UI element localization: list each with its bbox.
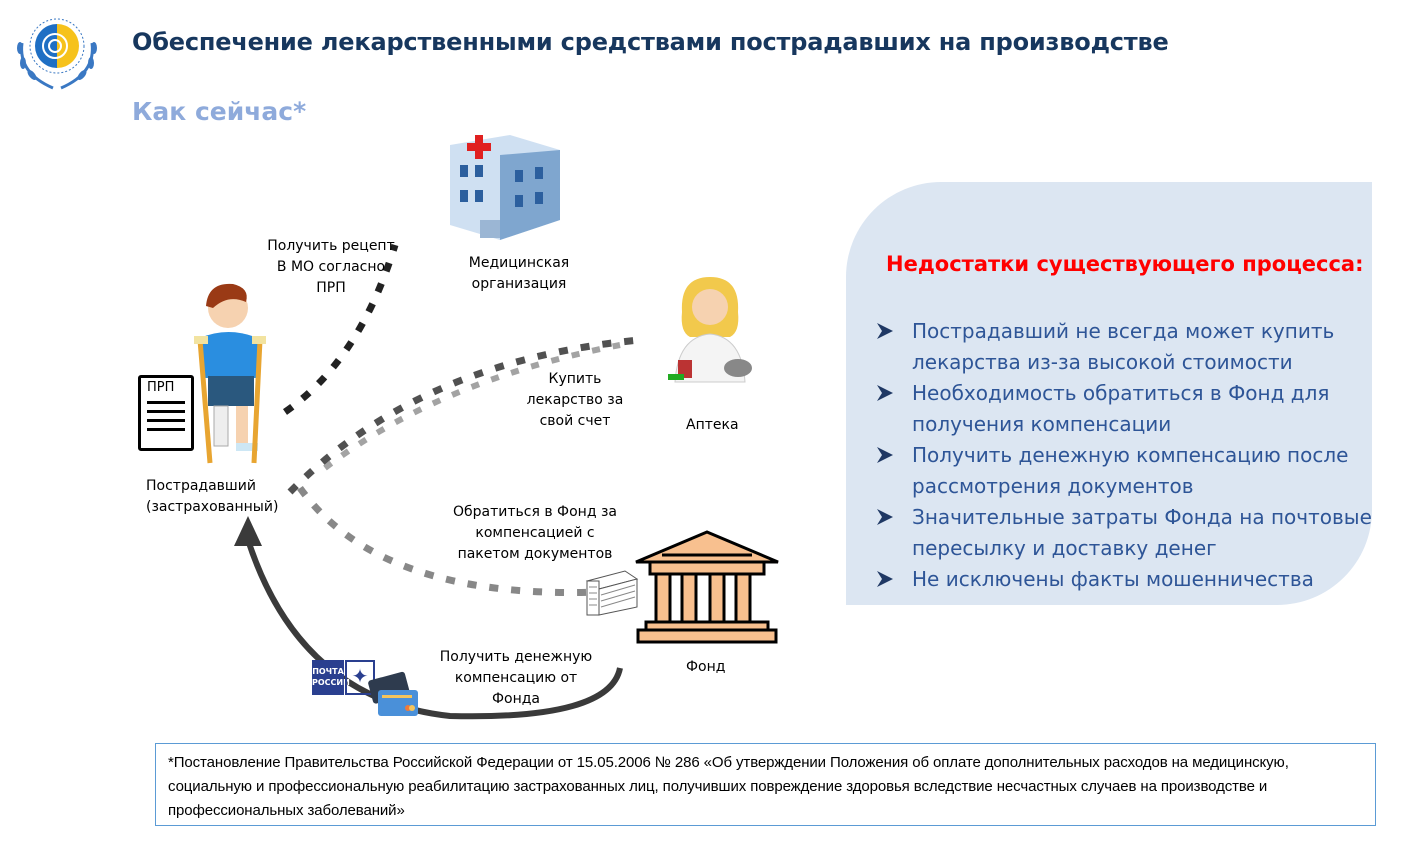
arrow-bullet-icon xyxy=(877,571,893,587)
step-receive-label: Получить денежную компенсацию от Фонда xyxy=(431,647,601,710)
step-line: Купить xyxy=(548,371,602,387)
drawbacks-heading: Недостатки существующего процесса: xyxy=(886,252,1364,276)
step-line: пакетом документов xyxy=(457,546,613,562)
drawback-item: Пострадавший не всегда может купить лека… xyxy=(876,316,1372,378)
prp-document-label: ПРП xyxy=(147,380,175,395)
arrow-bullet-icon xyxy=(877,447,893,463)
step-prescription-label: Получить рецепт В МО согласно ПРП xyxy=(256,236,406,299)
post-logo-line: РОССИИ xyxy=(312,678,350,687)
trail-to-pharmacy-2 xyxy=(323,342,621,471)
step-line: Обратиться в Фонд за xyxy=(453,504,617,520)
drawback-text: Не исключены факты мошенничества xyxy=(912,567,1314,591)
drawback-text: Получить денежную компенсацию после расс… xyxy=(912,443,1349,498)
page-title: Обеспечение лекарственными средствами по… xyxy=(132,28,1169,56)
drawbacks-panel xyxy=(846,182,1372,605)
step-line: компенсацией с xyxy=(475,525,595,541)
step-line: Получить рецепт xyxy=(267,238,395,254)
victim-label: Пострадавший (застрахованный) xyxy=(146,476,278,518)
drawbacks-list: Пострадавший не всегда может купить лека… xyxy=(876,316,1372,595)
footnote: *Постановление Правительства Российской … xyxy=(155,743,1376,826)
victim-label-line: Пострадавший xyxy=(146,478,256,494)
return-arrow xyxy=(245,539,623,720)
step-buy-label: Купить лекарство за свой счет xyxy=(515,369,635,432)
arrow-bullet-icon xyxy=(877,323,893,339)
footprint-trails xyxy=(234,243,641,720)
pharmacy-label: Аптека xyxy=(686,417,739,433)
victim-label-line: (застрахованный) xyxy=(146,499,279,515)
step-line: Получить денежную xyxy=(439,649,593,665)
drawback-item: Не исключены факты мошенничества xyxy=(876,564,1372,595)
injured-person-icon xyxy=(194,283,266,464)
step-apply-label: Обратиться в Фонд за компенсацией с паке… xyxy=(450,502,620,565)
fund-building-icon xyxy=(635,530,779,644)
bank-cards-icon xyxy=(368,671,418,716)
drawback-item: Значительные затраты Фонда на почтовые п… xyxy=(876,502,1372,564)
documents-stack-icon xyxy=(585,570,639,616)
step-line: свой счет xyxy=(539,413,611,429)
page-subtitle: Как сейчас* xyxy=(132,97,307,126)
russian-post-logo: ПОЧТА РОССИИ xyxy=(312,660,350,695)
medical-org-line: Медицинская xyxy=(468,255,570,271)
medical-org-label: Медицинская организация xyxy=(459,253,579,295)
fss-logo-icon xyxy=(17,18,97,90)
fund-label: Фонд xyxy=(686,659,726,675)
trail-to-pharmacy xyxy=(287,336,641,495)
drawback-item: Получить денежную компенсацию после расс… xyxy=(876,440,1372,502)
drawback-text: Значительные затраты Фонда на почтовые п… xyxy=(912,505,1372,560)
drawback-text: Необходимость обратиться в Фонд для полу… xyxy=(912,381,1330,436)
step-line: компенсацию от xyxy=(454,670,578,686)
trail-to-hospital xyxy=(283,243,399,415)
drawback-text: Пострадавший не всегда может купить лека… xyxy=(912,319,1335,374)
eagle-emblem-icon: ✦ xyxy=(345,660,375,695)
arrow-head-icon xyxy=(234,516,262,546)
step-line: Фонда xyxy=(491,691,541,707)
arrow-bullet-icon xyxy=(877,385,893,401)
hospital-icon xyxy=(450,135,560,240)
step-line: В МО согласно xyxy=(276,259,386,275)
prp-document-icon: ПРП xyxy=(138,375,194,451)
pharmacist-icon xyxy=(668,277,752,383)
step-line: лекарство за xyxy=(526,392,624,408)
medical-org-line: организация xyxy=(471,276,567,292)
post-logo-line: ПОЧТА xyxy=(312,667,344,676)
arrow-bullet-icon xyxy=(877,509,893,525)
step-line: ПРП xyxy=(316,280,346,296)
drawback-item: Необходимость обратиться в Фонд для полу… xyxy=(876,378,1372,440)
